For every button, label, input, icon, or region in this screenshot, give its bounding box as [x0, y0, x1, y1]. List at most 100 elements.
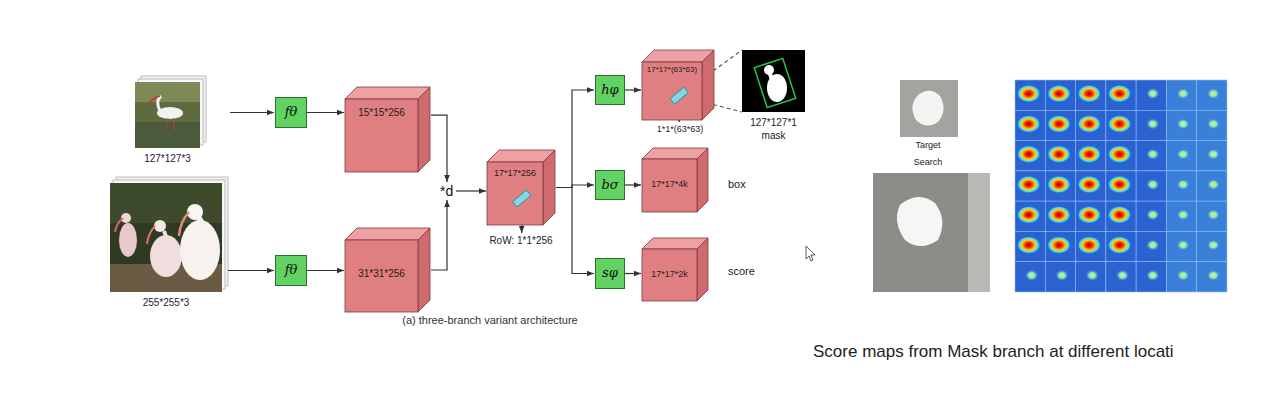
mask-score-maps — [1176, 118, 1190, 130]
mask-score-maps — [1166, 201, 1196, 231]
mask-score-maps — [1197, 110, 1227, 140]
mask-score-maps — [1176, 88, 1190, 100]
mask-score-maps — [1107, 115, 1131, 133]
tensor-size: 17*17*4k — [642, 179, 697, 189]
template-photo — [158, 96, 161, 111]
mask-score-maps — [1015, 262, 1045, 292]
cube-front — [345, 99, 418, 172]
mask-score-maps — [1136, 201, 1166, 231]
mask-score-maps — [1045, 141, 1075, 171]
cube-top — [345, 87, 430, 99]
mask-score-maps — [1176, 178, 1190, 190]
mask-score-maps — [1076, 201, 1106, 231]
mask-score-maps — [1045, 201, 1075, 231]
mask-score-maps — [1076, 141, 1106, 171]
mask-image — [742, 50, 805, 112]
mask-score-maps — [1045, 231, 1075, 261]
mask-score-maps — [1076, 141, 1106, 171]
block-name: sφ — [602, 266, 618, 281]
mask-score-maps — [1077, 145, 1101, 163]
mask-score-maps — [1106, 141, 1136, 171]
mask-score-maps — [1077, 175, 1101, 193]
mask-image — [770, 74, 774, 84]
flow-arrow — [307, 112, 344, 113]
mask-score-maps — [1136, 80, 1166, 110]
network-block: sφ — [595, 258, 625, 289]
network-block: bσ — [595, 170, 625, 200]
mask-score-maps — [1166, 110, 1196, 140]
mask-score-maps — [1106, 262, 1136, 292]
branch-label: box — [728, 178, 746, 191]
flow-arrow — [556, 188, 594, 274]
mask-score-maps — [1045, 141, 1075, 171]
template-photo — [135, 82, 200, 102]
mask-score-maps — [1136, 231, 1166, 261]
mask-score-maps — [1206, 239, 1220, 251]
block-name: hφ — [601, 83, 618, 98]
mask-score-maps — [1106, 80, 1136, 110]
mask-score-maps — [1015, 80, 1045, 110]
block-name: fθ — [285, 105, 298, 120]
cube-front — [642, 249, 697, 301]
mask-score-maps — [1136, 141, 1166, 171]
mask-score-maps — [1197, 80, 1227, 110]
mask-score-maps — [1136, 231, 1166, 261]
cube-shape — [345, 87, 430, 172]
mask-score-maps — [1166, 141, 1196, 171]
mask-score-maps — [1206, 269, 1220, 281]
cube-top — [642, 50, 714, 62]
mask-score-maps — [1206, 178, 1220, 190]
template-photo — [135, 82, 200, 148]
mask-score-maps — [1197, 141, 1227, 171]
feature-map: 31*31*256 — [345, 228, 430, 312]
mask-score-maps — [1107, 85, 1131, 103]
mask-image — [764, 65, 774, 75]
mask-score-maps — [1077, 236, 1101, 254]
mask-score-maps — [1055, 269, 1069, 281]
diagram-caption: (a) three-branch variant architecture — [402, 314, 577, 327]
mask-score-maps — [1136, 262, 1166, 292]
template-photo — [135, 76, 206, 148]
template-photo — [157, 107, 183, 119]
mask-score-maps — [1045, 110, 1075, 140]
target-photo — [900, 80, 958, 137]
search-region-photo — [873, 173, 990, 292]
mask-score-maps — [1146, 209, 1160, 221]
response-vector — [670, 87, 688, 104]
mask-score-maps — [1017, 145, 1041, 163]
mask-score-maps — [1146, 239, 1160, 251]
mask-score-maps — [1197, 231, 1227, 261]
mask-score-maps — [1015, 262, 1045, 292]
flow-arrow — [625, 273, 641, 274]
mask-score-maps — [1166, 262, 1196, 292]
input-image: 127*127*3 — [135, 82, 200, 148]
network-block: fθ — [275, 255, 307, 286]
mask-score-maps — [1045, 171, 1075, 201]
mask-score-maps — [1166, 171, 1196, 201]
search-region-photo — [897, 197, 942, 246]
score-map-ground — [1015, 80, 1227, 292]
mask-score-maps — [1015, 171, 1045, 201]
mask-score-maps — [1136, 171, 1166, 201]
mask-score-maps — [1206, 148, 1220, 160]
search-region-photo — [968, 173, 990, 292]
template-photo — [166, 118, 175, 130]
mouse-cursor — [806, 246, 815, 261]
cube-side — [418, 228, 430, 312]
mask-score-maps — [1136, 141, 1166, 171]
flow-arrow — [625, 89, 641, 90]
mask-score-maps — [1166, 110, 1196, 140]
mask-score-maps — [1206, 209, 1220, 221]
mask-score-maps — [1076, 171, 1106, 201]
input-image: 255*255*3 — [110, 183, 222, 292]
mask-score-maps — [1076, 231, 1106, 261]
search-photo — [110, 183, 222, 292]
mask-score-maps — [1076, 262, 1106, 292]
mask-score-maps — [1197, 110, 1227, 140]
search-photo — [179, 212, 189, 236]
search-photo — [147, 226, 155, 244]
flow-arrow — [431, 115, 447, 182]
mask-score-maps — [1076, 110, 1106, 140]
mask-score-maps — [1047, 115, 1071, 133]
search-photo — [115, 218, 123, 232]
